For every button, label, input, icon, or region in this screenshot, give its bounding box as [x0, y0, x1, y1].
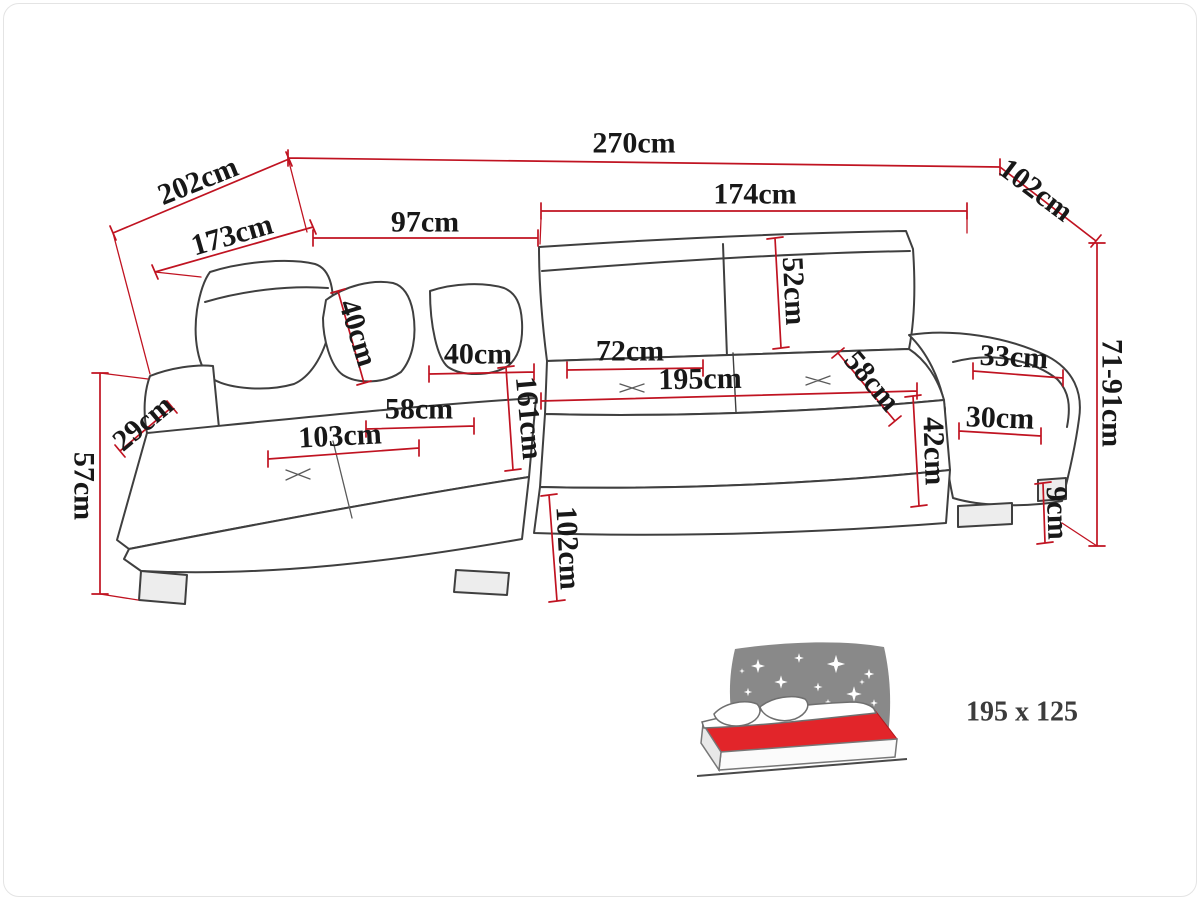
dim-line-side-height: [91, 372, 109, 595]
sleeping-area-icon: 195 x 125: [696, 642, 1078, 777]
dim-line-depth-right: [999, 166, 1102, 248]
dim-line-depth-left-outer: [109, 151, 293, 241]
dim-label-armrest-depth: 30cm: [965, 400, 1034, 435]
ext-line-height-bottom: [1061, 522, 1098, 547]
dim-label-pillow-front: 40cm: [444, 338, 512, 371]
dim-label-depth-left-outer: 202cm: [153, 150, 243, 212]
dim-label-chaise-front-width: 102cm: [549, 506, 586, 591]
dim-label-back-width-right: 174cm: [713, 178, 796, 211]
dim-label-armrest-width: 33cm: [979, 339, 1049, 376]
sofa-leg-front-left: [138, 570, 188, 605]
ext-line-173-bottom: [154, 271, 202, 278]
dimension-lines: [91, 149, 1106, 603]
dim-label-depth-right: 102cm: [993, 152, 1079, 228]
dim-label-total-width: 270cm: [592, 127, 675, 160]
dim-label-backrest-height: 52cm: [776, 256, 813, 326]
bed-frame-side: [700, 721, 722, 773]
dim-line-chaise-length: [497, 365, 522, 472]
ext-line-174-left: [539, 218, 542, 245]
dim-line-seat-height: [904, 394, 928, 508]
dim-label-chaise-width: 103cm: [298, 417, 383, 454]
dim-line-leg-height: [1034, 481, 1054, 545]
dim-line-chaise-width: [267, 439, 420, 468]
ext-line-202-bottom: [112, 232, 151, 375]
dim-label-total-height: 71-91cm: [1096, 339, 1129, 447]
dim-line-seat-depth: [566, 359, 704, 379]
sofa-pillow-right: [429, 283, 524, 375]
dim-line-chaise-seat-width: [365, 417, 475, 438]
ext-line-57-top: [99, 372, 149, 380]
dim-label-seat-width: 195cm: [658, 362, 742, 396]
dim-label-side-height: 57cm: [68, 452, 101, 520]
ext-line-57-bottom: [99, 593, 139, 601]
dim-label-back-width-left: 97cm: [391, 206, 459, 239]
sofa-backrest-fold-line: [541, 250, 911, 272]
bed-pillow-right: [759, 695, 809, 722]
sofa-headrest-left: [194, 259, 334, 390]
sofa-leg-front-middle: [453, 569, 510, 596]
sofa-pillow-left: [322, 280, 416, 383]
dim-label-depth-left-inner: 173cm: [187, 208, 276, 263]
dim-line-backrest-height: [766, 236, 790, 350]
dim-line-chaise-front-width: [540, 493, 566, 603]
ext-line-270-left: [287, 157, 308, 233]
dim-label-chaise-length: 161cm: [509, 375, 549, 461]
dim-label-seat-height: 42cm: [916, 416, 951, 485]
sofa-tuft-creases: [285, 375, 831, 519]
dim-line-pillow-front: [428, 363, 535, 383]
dim-line-seat-diag-right: [831, 347, 902, 427]
dim-line-back-width-left: [312, 229, 539, 247]
dim-line-armrest-depth: [958, 422, 1042, 445]
dim-line-armrest-width: [972, 362, 1064, 387]
sofa-backrest-seam: [722, 243, 728, 358]
dim-line-back-width-right: [540, 202, 968, 220]
sofa-headrest-fold-line: [204, 286, 329, 303]
sofa-drawing: [116, 230, 1081, 605]
dimension-extension-lines: [99, 157, 1098, 601]
sofa-seat-seam: [732, 352, 737, 413]
dim-line-depth-left-inner: [151, 219, 317, 280]
bed-pillow-left: [713, 701, 761, 727]
sofa-chaise-base: [123, 476, 530, 574]
dim-line-total-height: [1088, 242, 1106, 547]
dim-line-pillow-side: [330, 288, 372, 386]
sofa-leg-armrest-right: [1037, 477, 1067, 502]
dim-label-chaise-seat-width: 58cm: [385, 393, 453, 426]
dim-label-leg-height: 9cm: [1040, 486, 1075, 540]
dim-line-left-arm: [114, 400, 178, 458]
sofa-base-front: [533, 469, 951, 536]
bed-floor-line: [696, 758, 908, 777]
dim-label-seat-depth: 72cm: [596, 335, 664, 368]
sofa-leg-front-right: [957, 502, 1013, 528]
sleeping-area-size-label: 195 x 125: [966, 697, 1078, 728]
